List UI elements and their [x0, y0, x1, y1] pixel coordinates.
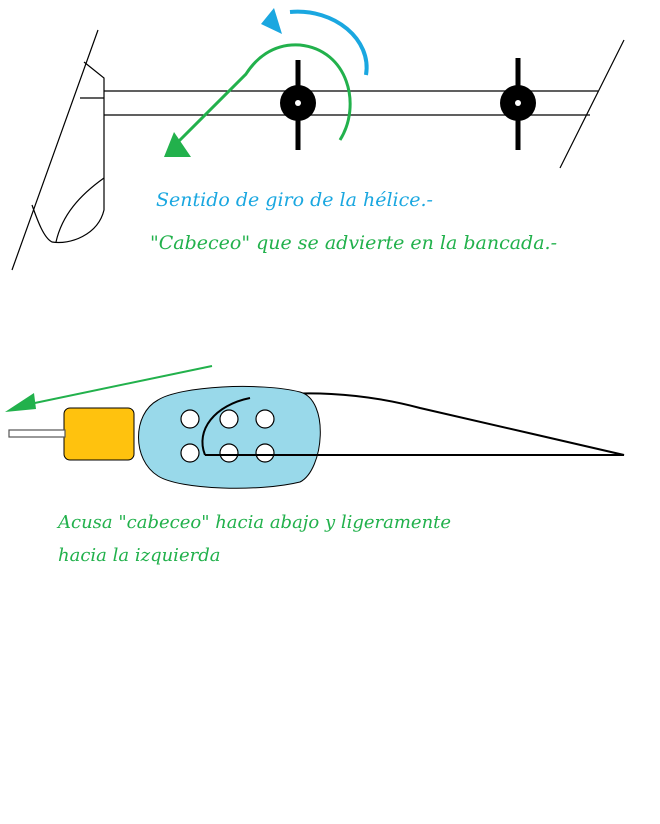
- motor-body: [138, 385, 321, 489]
- left-support-line: [11, 29, 99, 271]
- result-label-line2: hacia la izquierda: [58, 545, 221, 566]
- downward-left-arrow-icon: [5, 365, 213, 412]
- bolt-left: [280, 60, 316, 150]
- curved-arrow-icon: [261, 8, 369, 76]
- pitch-arrow-icon: [164, 43, 352, 157]
- rotation-label: Sentido de giro de la hélice.-: [156, 189, 433, 211]
- motor-cap: [63, 407, 135, 461]
- cooling-holes: [180, 409, 275, 463]
- motor-shaft: [8, 429, 66, 438]
- left-mount-block: [31, 61, 105, 244]
- result-label-line1: Acusa "cabeceo" hacia abajo y ligerament…: [58, 512, 452, 533]
- right-support-line: [559, 39, 625, 169]
- pitch-label: "Cabeceo" que se advierte en la bancada.…: [150, 232, 557, 254]
- bolt-right: [500, 58, 536, 150]
- left-mount-curve: [55, 177, 105, 243]
